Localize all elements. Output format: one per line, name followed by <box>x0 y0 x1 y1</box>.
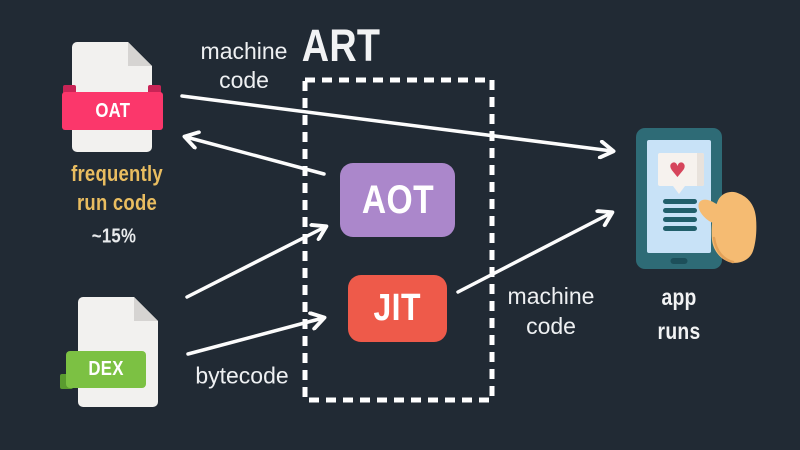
arrow-dex-to-jit <box>186 318 323 356</box>
oat-ribbon: OAT <box>62 92 163 130</box>
aot-compiler-box: AOT <box>340 163 455 237</box>
arrow-dex-to-aot <box>185 227 325 299</box>
machine-code-top-label: machine code <box>201 37 288 95</box>
text-line-icon <box>663 208 697 213</box>
dex-label: DEX <box>88 358 124 380</box>
oat-caption-line2: run code <box>76 190 158 215</box>
oat-caption: frequently run code <box>71 159 163 217</box>
machine-code-right-label: machine code <box>508 281 595 341</box>
app-runs-line2: runs <box>657 318 701 344</box>
jit-compiler-box: JIT <box>348 275 447 342</box>
arrow-oat-to-phone <box>180 94 612 151</box>
machine-code-right-line2: code <box>526 313 576 339</box>
text-line-icon <box>663 217 697 222</box>
jit-label: JIT <box>373 287 422 329</box>
text-line-icon <box>663 226 697 231</box>
app-runs-caption: app runs <box>658 280 701 348</box>
oat-label: OAT <box>95 99 130 122</box>
dex-badge: DEX <box>66 351 146 388</box>
home-button-icon <box>670 258 688 264</box>
notification-card: ♥ <box>658 153 704 194</box>
oat-caption-line1: frequently <box>71 161 163 186</box>
card-tail <box>673 186 685 194</box>
card-edge <box>697 153 704 186</box>
art-runtime-title: ART <box>301 20 381 71</box>
aot-label: AOT <box>361 177 434 222</box>
app-runs-line1: app <box>661 284 697 310</box>
phone-icon: ♥ <box>636 128 722 269</box>
bytecode-label: bytecode <box>195 362 289 389</box>
machine-code-top-line2: code <box>219 67 269 93</box>
phone-screen: ♥ <box>647 140 711 253</box>
machine-code-right-line1: machine <box>507 283 595 309</box>
arrow-aot-to-oat <box>186 137 326 176</box>
text-line-icon <box>663 199 697 204</box>
machine-code-top-line1: machine <box>200 38 288 64</box>
art-dashed-boundary <box>302 77 495 403</box>
oat-percentage: ~15% <box>91 225 137 248</box>
heart-icon: ♥ <box>668 157 687 182</box>
